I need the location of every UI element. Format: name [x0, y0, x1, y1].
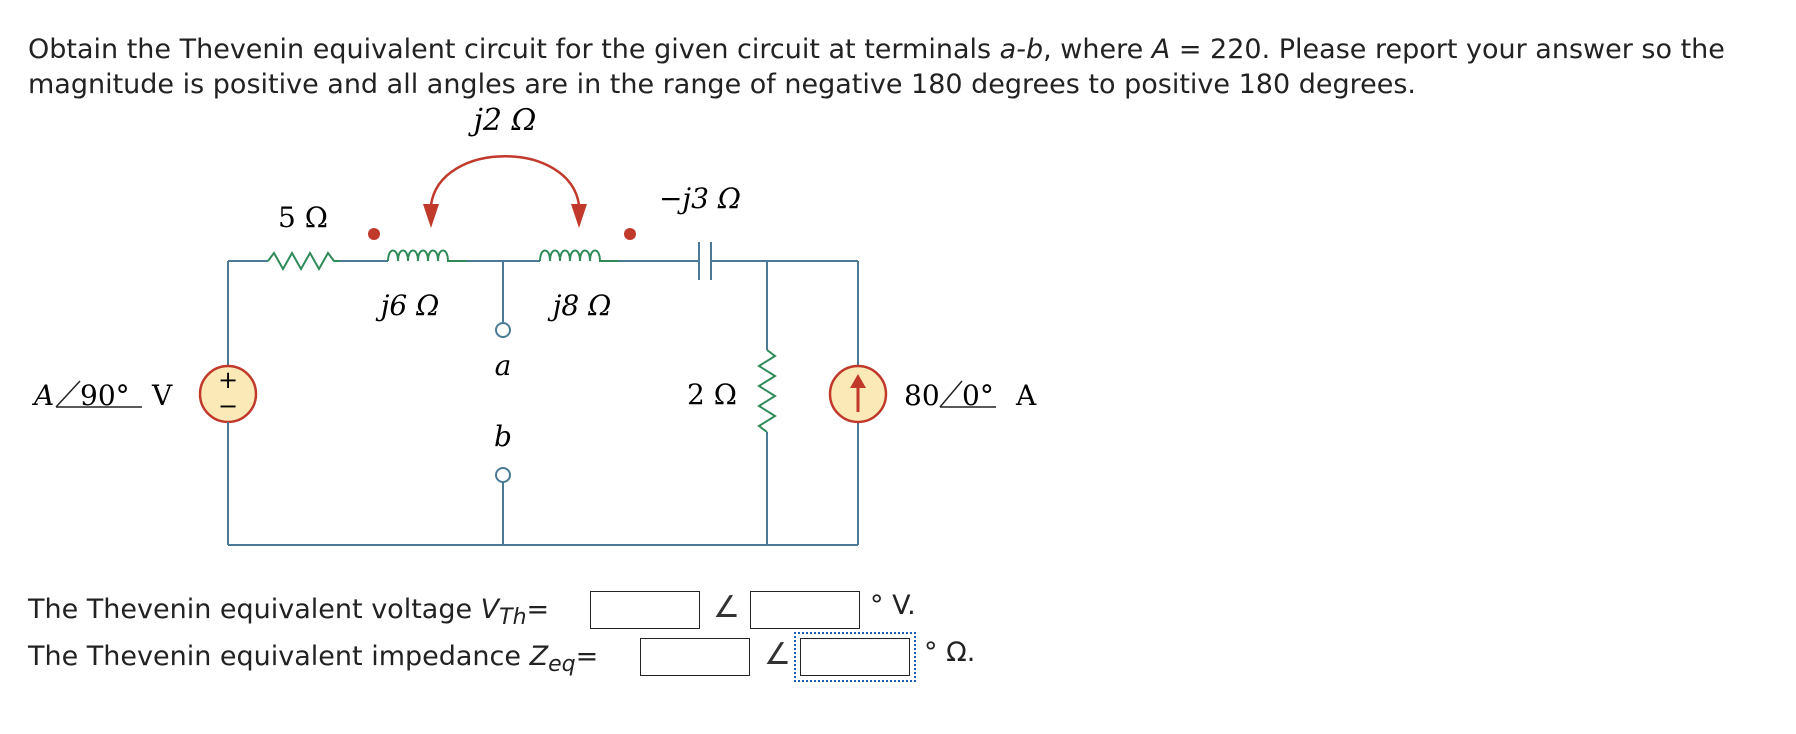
- inductor-j8: [539, 249, 618, 262]
- cap-label: −j3 Ω: [659, 182, 741, 215]
- vsource-magnitude: A: [31, 379, 54, 412]
- isource-unit: A: [1015, 379, 1037, 412]
- question-where: , where: [1043, 34, 1152, 65]
- isrc-arrow-head: [850, 374, 866, 388]
- mutual-arrow-left: [423, 204, 439, 228]
- polarity-dot-l2: [624, 228, 636, 240]
- vth-subscript: Th: [499, 605, 527, 630]
- vsrc-plus: +: [218, 366, 238, 394]
- isource-angle-mark: [939, 380, 963, 408]
- zeq-angle-input[interactable]: [794, 632, 916, 682]
- vth-unit: ° V.: [870, 590, 916, 621]
- mutual-arrow-right: [571, 204, 587, 228]
- vth-angle-input[interactable]: [750, 591, 860, 629]
- mutual-coupling-arc: [429, 155, 581, 206]
- zeq-equals: =: [575, 641, 599, 672]
- vth-angle-icon: ∠: [713, 590, 740, 625]
- r1-label: 5 Ω: [278, 201, 328, 234]
- question-rest: = 220. Please report your answer so the …: [28, 34, 1725, 100]
- zeq-angle-icon: ∠: [764, 637, 791, 672]
- zeq-answer-row: The Thevenin equivalent impedance Zeq=: [28, 637, 598, 679]
- zeq-label: The Thevenin equivalent impedance: [28, 641, 530, 672]
- l2-label: j8 Ω: [547, 289, 612, 322]
- question-text: Obtain the Thevenin equivalent circuit f…: [28, 32, 1768, 102]
- vth-magnitude-input[interactable]: [590, 591, 700, 629]
- terminal-a-node: [495, 322, 511, 338]
- vsrc-minus: −: [218, 392, 238, 420]
- vsource-angle-mark: [55, 380, 81, 408]
- r2-label: 2 Ω: [687, 378, 737, 411]
- resistor-5-ohm: [267, 250, 340, 272]
- vth-answer-row: The Thevenin equivalent voltage VTh=: [28, 590, 549, 632]
- isource-magnitude: 80: [904, 379, 940, 412]
- zeq-subscript: eq: [548, 652, 576, 677]
- polarity-dot-l1: [368, 228, 380, 240]
- question-prefix: Obtain the Thevenin equivalent circuit f…: [28, 34, 1000, 65]
- vsource-angle: 90°: [80, 379, 130, 412]
- l1-label: j6 Ω: [375, 289, 440, 322]
- question-terminals: a-b: [999, 34, 1044, 65]
- resistor-2-ohm: [757, 349, 777, 433]
- vth-label: The Thevenin equivalent voltage: [28, 594, 481, 625]
- zeq-magnitude-input[interactable]: [640, 638, 750, 676]
- isource-label: 80 0° A: [904, 379, 1037, 412]
- terminal-b-node: [495, 467, 511, 483]
- vsource-label: A 90° V: [31, 379, 173, 412]
- vsource-unit: V: [151, 379, 173, 412]
- vth-symbol: V: [480, 594, 500, 625]
- question-var-a: A: [1151, 34, 1171, 65]
- terminal-b-label: b: [494, 420, 512, 453]
- mutual-label: j2 Ω: [468, 103, 537, 138]
- zeq-symbol: Z: [529, 641, 549, 672]
- zeq-unit: ° Ω.: [924, 637, 976, 668]
- terminal-a-label: a: [495, 349, 512, 382]
- isource-angle: 0°: [962, 379, 994, 412]
- inductor-j6: [387, 249, 466, 262]
- vth-equals: =: [526, 594, 550, 625]
